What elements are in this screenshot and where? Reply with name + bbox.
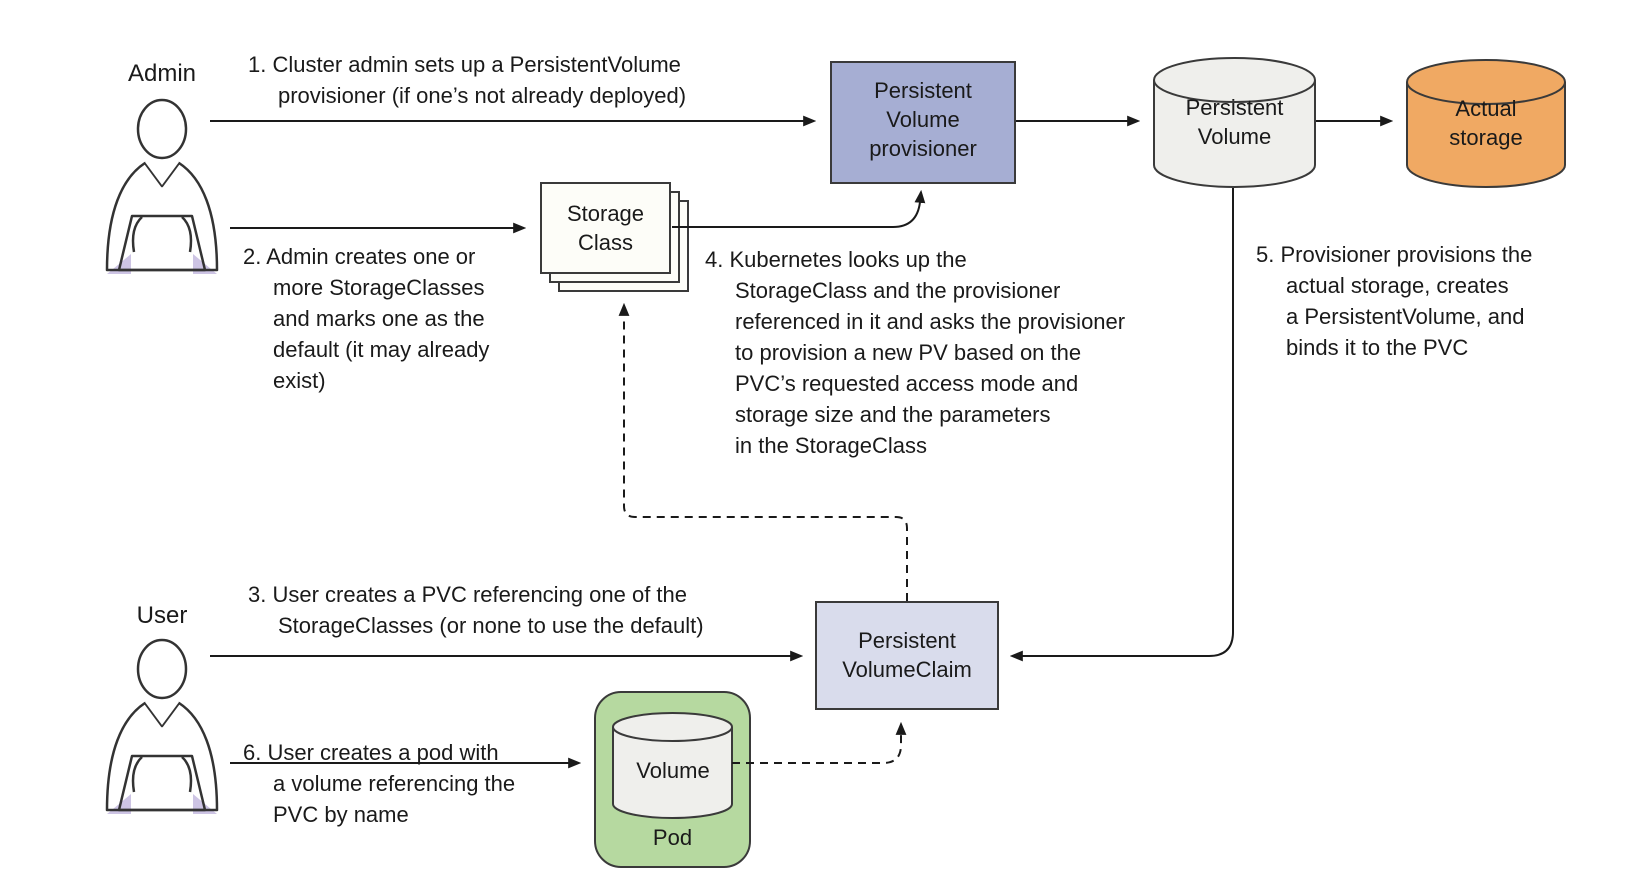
user-head — [136, 638, 188, 700]
arrow-storageclass-to-provisioner — [672, 189, 926, 228]
storage-cylinder-top — [1406, 59, 1566, 105]
dashed-arrow-pvc-to-storageclass — [618, 302, 908, 601]
user-figure-icon — [105, 638, 219, 814]
step-4-text: 4. Kubernetes looks up the StorageClass … — [705, 247, 1126, 458]
step-5-text: 5. Provisioner provisions the actual sto… — [1256, 242, 1533, 360]
volume-cylinder-body — [612, 727, 733, 819]
admin-body — [105, 161, 219, 272]
persistent-volume-cylinder — [1153, 57, 1316, 188]
step-2-text: 2. Admin creates one or more StorageClas… — [243, 244, 490, 393]
admin-laptop — [117, 214, 207, 272]
pod-label: Pod — [652, 825, 693, 850]
step-3-text: 3. User creates a PVC referencing one of… — [248, 582, 704, 638]
user-label: User — [136, 602, 188, 629]
storage-cylinder-body — [1406, 82, 1566, 188]
admin-head — [136, 98, 188, 160]
storage-class-label: Storage Class — [566, 201, 645, 255]
user-body — [105, 701, 219, 812]
admin-figure-icon — [105, 98, 219, 274]
user-sleeve-left — [131, 756, 143, 793]
step-6-text: 6. User creates a pod with a volume refe… — [243, 740, 516, 827]
actual-storage-cylinder — [1406, 59, 1566, 188]
step-1-text: 1. Cluster admin sets up a PersistentVol… — [248, 52, 687, 108]
actual-storage-label: Actual storage — [1449, 96, 1523, 150]
storage-class-sheet-front — [540, 182, 671, 274]
admin-vneck — [145, 156, 179, 185]
volume-cylinder-top — [612, 712, 733, 742]
admin-sleeve-left — [131, 216, 143, 253]
volume-label: Volume — [636, 758, 710, 783]
admin-sleeve-right — [181, 216, 193, 253]
user-vneck — [145, 696, 179, 725]
volume-cylinder — [612, 712, 733, 819]
pv-cylinder-body — [1153, 80, 1316, 188]
user-sleeve-right — [181, 756, 193, 793]
pv-cylinder-top — [1153, 57, 1316, 103]
pvc-label: Persistent VolumeClaim — [842, 628, 972, 682]
provisioner-label: Persistent Volume provisioner — [869, 78, 977, 161]
arrow-pv-to-pvc — [1009, 188, 1234, 662]
user-laptop — [117, 754, 207, 812]
provisioner-box — [830, 61, 1016, 184]
storage-class-node — [540, 182, 689, 292]
persistent-volume-label: Persistent Volume — [1185, 95, 1284, 149]
dashed-arrow-volume-to-pvc — [732, 721, 907, 764]
admin-label: Admin — [127, 60, 197, 87]
pvc-box — [815, 601, 999, 710]
